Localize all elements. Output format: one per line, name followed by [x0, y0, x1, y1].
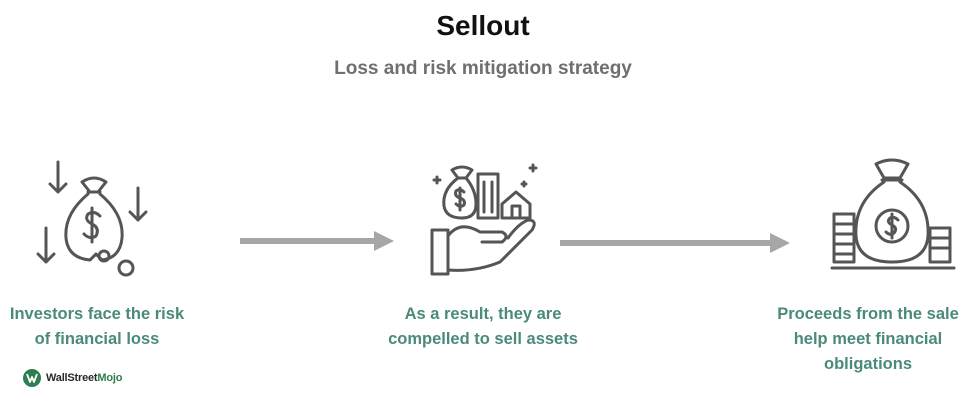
flow-arrow-1	[240, 231, 394, 251]
flow-arrow-2	[560, 233, 790, 253]
money-bag-falling-icon	[36, 160, 148, 277]
step-1-caption: Investors face the risk of financial los…	[9, 305, 185, 348]
wallstreetmojo-logo: WallStreetMojo	[22, 368, 122, 388]
hand-holding-assets-icon	[430, 163, 538, 276]
step-3-caption: Proceeds from the sale help meet financi…	[777, 305, 959, 373]
logo-text: WallStreetMojo	[46, 372, 122, 384]
diagram-title: Sellout	[436, 10, 530, 41]
money-bag-coins-icon	[830, 158, 956, 270]
logo-accent: Mojo	[97, 372, 123, 384]
logo-mark-icon	[23, 369, 41, 387]
diagram-subtitle: Loss and risk mitigation strategy	[334, 58, 632, 79]
logo-brand: WallStreet	[46, 372, 98, 384]
step-2-caption: As a result, they are compelled to sell …	[388, 305, 578, 348]
